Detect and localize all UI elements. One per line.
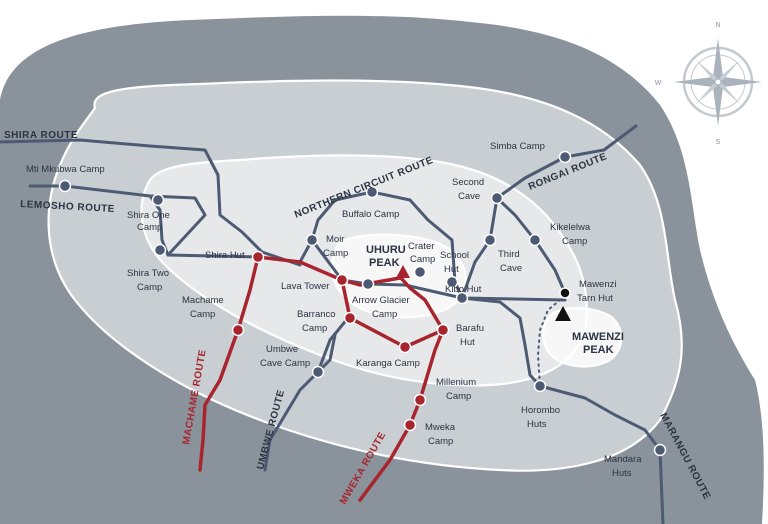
shira-hut-label: Shira Hut	[205, 250, 245, 261]
mandara-marker-icon	[653, 443, 667, 457]
shira-route-label: SHIRA ROUTE	[4, 130, 78, 141]
camp-markers	[58, 150, 667, 457]
karanga-marker-icon	[398, 340, 412, 354]
shira-one-connector	[148, 194, 207, 257]
shira-two-marker-icon	[153, 243, 167, 257]
shira-one-marker-icon	[151, 193, 165, 207]
northern-circuit-trail	[298, 190, 464, 300]
kikelelwa-marker-icon	[528, 233, 542, 247]
compass-w-label: W	[655, 80, 662, 87]
peak-labels: UHURU PEAK MAWENZI PEAK	[366, 244, 627, 356]
lava-tower-label: Lava Tower	[281, 281, 329, 292]
simba-camp-label: Simba Camp	[490, 141, 545, 152]
mti-mkubwa-marker-icon	[58, 179, 72, 193]
shira-route-trail	[0, 138, 302, 267]
mweka-marker-icon	[403, 418, 417, 432]
uhuru-peak-marker-icon	[396, 265, 410, 278]
school-hut-marker-icon	[445, 275, 459, 289]
kibo-hut-marker-icon	[455, 291, 469, 305]
moir-marker-icon	[305, 233, 319, 247]
barafu-marker-icon	[436, 323, 450, 337]
compass-n-label: N	[715, 22, 720, 29]
barranco-marker-icon	[343, 311, 357, 325]
third-cave-marker-icon	[483, 233, 497, 247]
lava-tower-marker-icon	[335, 273, 349, 287]
compass-s-label: S	[716, 139, 721, 146]
summit-ascent	[399, 276, 445, 332]
arrow-glacier-marker-icon	[361, 277, 375, 291]
mawenzi-peak-marker-icon	[555, 306, 571, 321]
machame-marker-icon	[231, 323, 245, 337]
contour-inner	[140, 154, 588, 387]
buffalo-camp-label: Buffalo Camp	[342, 209, 399, 220]
compass-rose-icon: N S W	[655, 22, 762, 146]
rongai-to-kibo	[460, 196, 499, 300]
machame-shira-lava	[256, 255, 344, 282]
horombo-marker-icon	[533, 379, 547, 393]
crater-camp-marker-icon	[413, 265, 427, 279]
machame-route-red	[198, 255, 260, 472]
uhuru-peak-label: UHURU PEAK	[366, 244, 409, 269]
mawenzi-dotted-trail	[536, 295, 566, 387]
contour-mawenzi	[542, 306, 623, 368]
marangu-route-trail	[538, 384, 665, 524]
umbwe-cave-marker-icon	[311, 365, 325, 379]
mawenzi-tarn-marker-icon	[559, 287, 571, 299]
shira-two-connector	[166, 253, 260, 259]
lava-barranco-karanga-barafu	[340, 278, 445, 349]
shira-hut-marker-icon	[251, 250, 265, 264]
karanga-label: Karanga Camp	[356, 358, 420, 369]
contour-lines	[47, 79, 683, 472]
lemosho-route-label: LEMOSHO ROUTE	[20, 199, 115, 215]
kibo-hut-label: Kibo Hut	[445, 284, 482, 295]
millenium-marker-icon	[413, 393, 427, 407]
moir-to-lava	[310, 238, 344, 282]
umbwe-route-trail	[263, 316, 350, 472]
mti-mkubwa-label: Mti Mkubwa Camp	[26, 164, 105, 175]
mweka-descent-red	[358, 328, 445, 502]
kibo-to-horombo	[460, 296, 542, 388]
second-cave-marker-icon	[490, 191, 504, 205]
terrain-zones	[0, 15, 764, 524]
contour-outer	[47, 79, 683, 472]
buffalo-marker-icon	[365, 185, 379, 199]
mawenzi-peak-label: MAWENZI PEAK	[572, 331, 627, 356]
simba-marker-icon	[558, 150, 572, 164]
